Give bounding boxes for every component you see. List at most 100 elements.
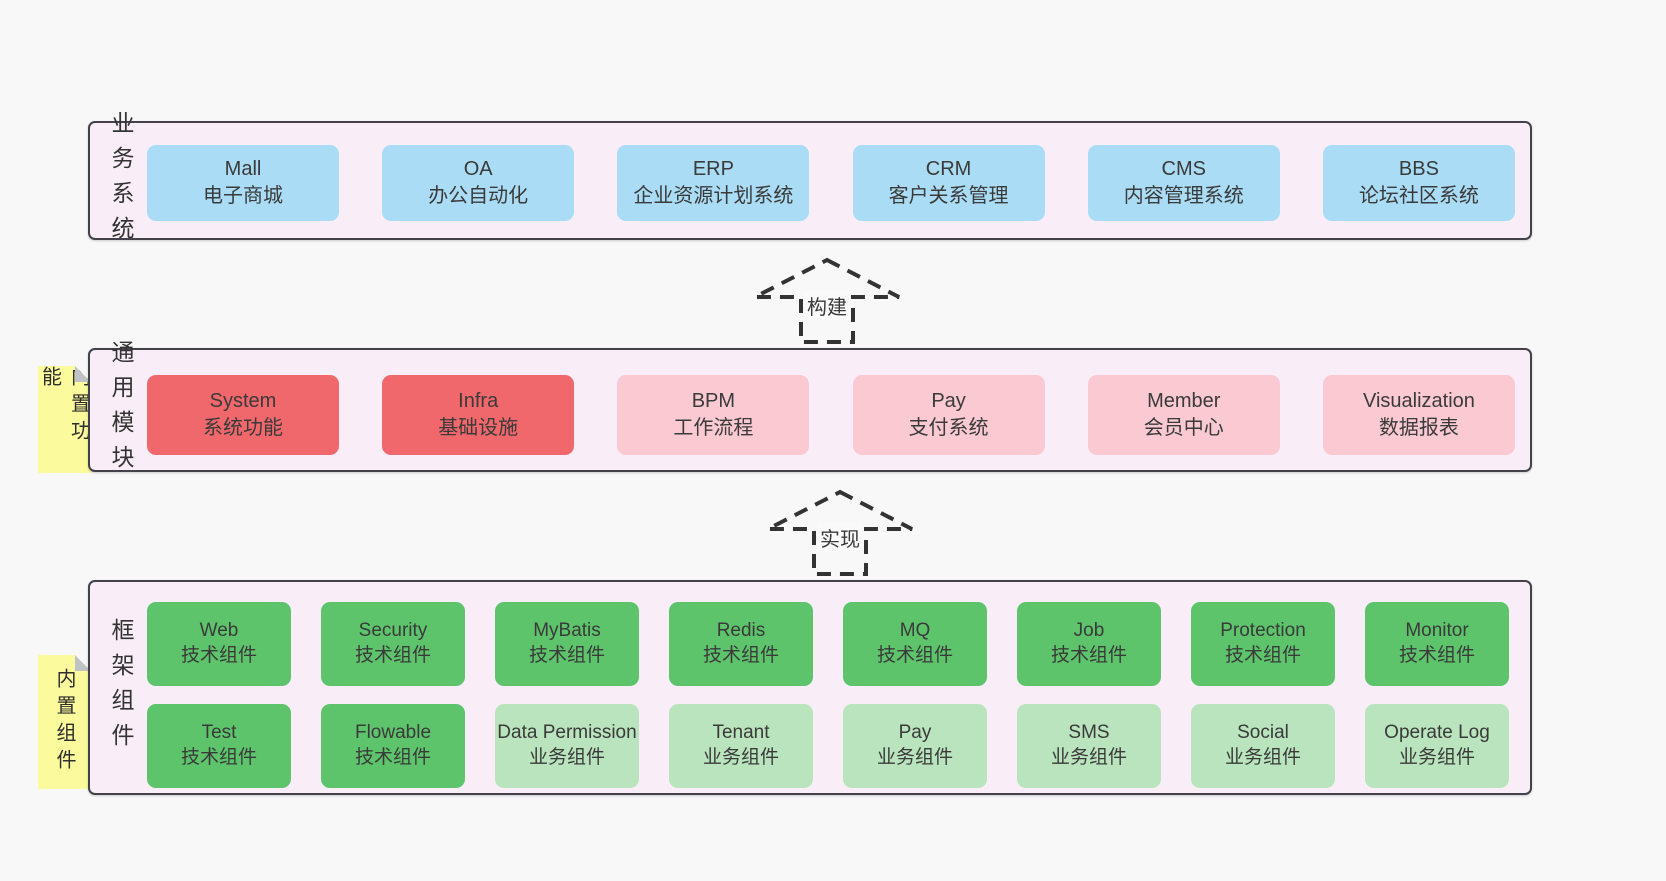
box-job-subtitle: 技术组件	[1050, 645, 1127, 666]
box-crm-title: CRM	[925, 158, 972, 180]
box-pay-component-subtitle: 业务组件	[876, 747, 953, 768]
box-pay-module: Pay 支付系统	[852, 375, 1045, 455]
box-member-subtitle: 会员中心	[1143, 417, 1224, 439]
box-security-subtitle: 技术组件	[354, 645, 431, 666]
box-bbs: BBS 论坛社区系统	[1322, 145, 1515, 221]
box-sms-title: SMS	[1068, 722, 1110, 744]
box-job-title: Job	[1073, 620, 1105, 642]
band-business-systems-label: 业务系统	[108, 110, 134, 251]
box-erp-title: ERP	[692, 158, 734, 180]
box-operate-log-title: Operate Log	[1384, 722, 1490, 744]
band-common-modules-label: 通用模块	[108, 340, 134, 480]
box-test-title: Test	[201, 722, 237, 744]
box-oa-title: OA	[463, 158, 493, 180]
box-test-subtitle: 技术组件	[180, 747, 257, 768]
box-visualization-title: Visualization	[1362, 390, 1475, 412]
box-cms-title: CMS	[1161, 158, 1206, 180]
arrow-implement: 实现	[765, 489, 915, 577]
box-mall: Mall 电子商城	[147, 145, 339, 221]
box-cms: CMS 内容管理系统	[1087, 145, 1280, 221]
box-oa: OA 办公自动化	[382, 145, 575, 221]
arrow-implement-shape	[767, 489, 913, 576]
box-bpm-subtitle: 工作流程	[673, 417, 754, 439]
band-framework-components-label: 框架组件	[108, 617, 134, 758]
box-protection: Protection 技术组件	[1191, 602, 1335, 686]
common-modules-row: System 系统功能 Infra 基础设施 BPM 工作流程 Pay 支付系统…	[147, 375, 1515, 455]
box-member-title: Member	[1147, 390, 1221, 412]
framework-components-grid: Web 技术组件 Security 技术组件 MyBatis 技术组件 Redi…	[147, 602, 1509, 788]
arrow-build-label: 构建	[804, 291, 850, 320]
box-pay-component-title: Pay	[898, 722, 932, 744]
box-mybatis: MyBatis 技术组件	[495, 602, 639, 686]
box-flowable: Flowable 技术组件	[321, 704, 465, 788]
box-system: System 系统功能	[147, 375, 339, 455]
box-crm-subtitle: 客户关系管理	[888, 185, 1009, 207]
box-system-title: System	[209, 390, 277, 412]
box-pay-module-subtitle: 支付系统	[908, 417, 989, 439]
box-tenant-subtitle: 业务组件	[702, 747, 779, 768]
box-redis-title: Redis	[716, 620, 766, 642]
box-bbs-subtitle: 论坛社区系统	[1358, 185, 1479, 207]
box-visualization-subtitle: 数据报表	[1378, 417, 1459, 439]
tab-note-built-in-components: 内置组件	[38, 655, 91, 789]
box-sms: SMS 业务组件	[1017, 704, 1161, 788]
box-flowable-title: Flowable	[354, 722, 432, 744]
box-infra-title: Infra	[458, 390, 499, 412]
box-job: Job 技术组件	[1017, 602, 1161, 686]
box-cms-subtitle: 内容管理系统	[1123, 185, 1244, 207]
box-protection-subtitle: 技术组件	[1224, 645, 1301, 666]
box-bpm: BPM 工作流程	[617, 375, 810, 455]
business-systems-row: Mall 电子商城 OA 办公自动化 ERP 企业资源计划系统 CRM 客户关系…	[147, 145, 1515, 221]
box-erp: ERP 企业资源计划系统	[617, 145, 810, 221]
box-monitor-title: Monitor	[1405, 620, 1469, 642]
box-data-permission-title: Data Permission	[497, 722, 637, 744]
box-data-permission-subtitle: 业务组件	[528, 747, 605, 768]
box-mq-subtitle: 技术组件	[876, 645, 953, 666]
box-data-permission: Data Permission 业务组件	[495, 704, 639, 788]
box-redis: Redis 技术组件	[669, 602, 813, 686]
box-flowable-subtitle: 技术组件	[354, 747, 431, 768]
band-framework-components: 框架组件 Web 技术组件 Security 技术组件 MyBatis 技术组件…	[88, 580, 1532, 795]
box-tenant: Tenant 业务组件	[669, 704, 813, 788]
box-mq: MQ 技术组件	[843, 602, 987, 686]
tab-note-built-in-components-label: 内置组件	[53, 668, 75, 776]
box-pay-component: Pay 业务组件	[843, 704, 987, 788]
band-common-modules: 通用模块 System 系统功能 Infra 基础设施 BPM 工作流程 Pay…	[88, 340, 1532, 480]
box-social: Social 业务组件	[1191, 704, 1335, 788]
box-mybatis-subtitle: 技术组件	[528, 645, 605, 666]
box-redis-subtitle: 技术组件	[702, 645, 779, 666]
arrow-build-shape	[754, 257, 900, 344]
box-test: Test 技术组件	[147, 704, 291, 788]
box-oa-subtitle: 办公自动化	[428, 185, 529, 207]
arrow-build: 构建	[752, 257, 902, 345]
box-monitor: Monitor 技术组件	[1365, 602, 1509, 686]
box-crm: CRM 客户关系管理	[852, 145, 1045, 221]
box-operate-log-subtitle: 业务组件	[1398, 747, 1475, 768]
arrow-implement-label: 实现	[817, 523, 863, 552]
tab-note-built-in-features-label: 内置功能	[38, 366, 90, 447]
box-member: Member 会员中心	[1087, 375, 1280, 455]
box-web: Web 技术组件	[147, 602, 291, 686]
box-social-subtitle: 业务组件	[1224, 747, 1301, 768]
box-pay-module-title: Pay	[931, 390, 966, 412]
box-web-subtitle: 技术组件	[180, 645, 257, 666]
box-tenant-title: Tenant	[712, 722, 770, 744]
box-security: Security 技术组件	[321, 602, 465, 686]
band-business-systems: 业务系统 Mall 电子商城 OA 办公自动化 ERP 企业资源计划系统 CRM…	[88, 111, 1532, 251]
box-protection-title: Protection	[1220, 620, 1306, 642]
box-web-title: Web	[199, 620, 239, 642]
box-social-title: Social	[1237, 722, 1289, 744]
box-infra-subtitle: 基础设施	[438, 417, 519, 439]
box-mall-subtitle: 电子商城	[203, 185, 283, 207]
box-visualization: Visualization 数据报表	[1322, 375, 1515, 455]
box-sms-subtitle: 业务组件	[1050, 747, 1127, 768]
box-operate-log: Operate Log 业务组件	[1365, 704, 1509, 788]
box-mybatis-title: MyBatis	[533, 620, 601, 642]
box-mall-title: Mall	[224, 158, 262, 180]
box-bbs-title: BBS	[1398, 158, 1439, 180]
tab-note-built-in-features: 内置功能	[38, 366, 91, 473]
box-bpm-title: BPM	[691, 390, 736, 412]
box-mq-title: MQ	[899, 620, 931, 642]
box-monitor-subtitle: 技术组件	[1398, 645, 1475, 666]
